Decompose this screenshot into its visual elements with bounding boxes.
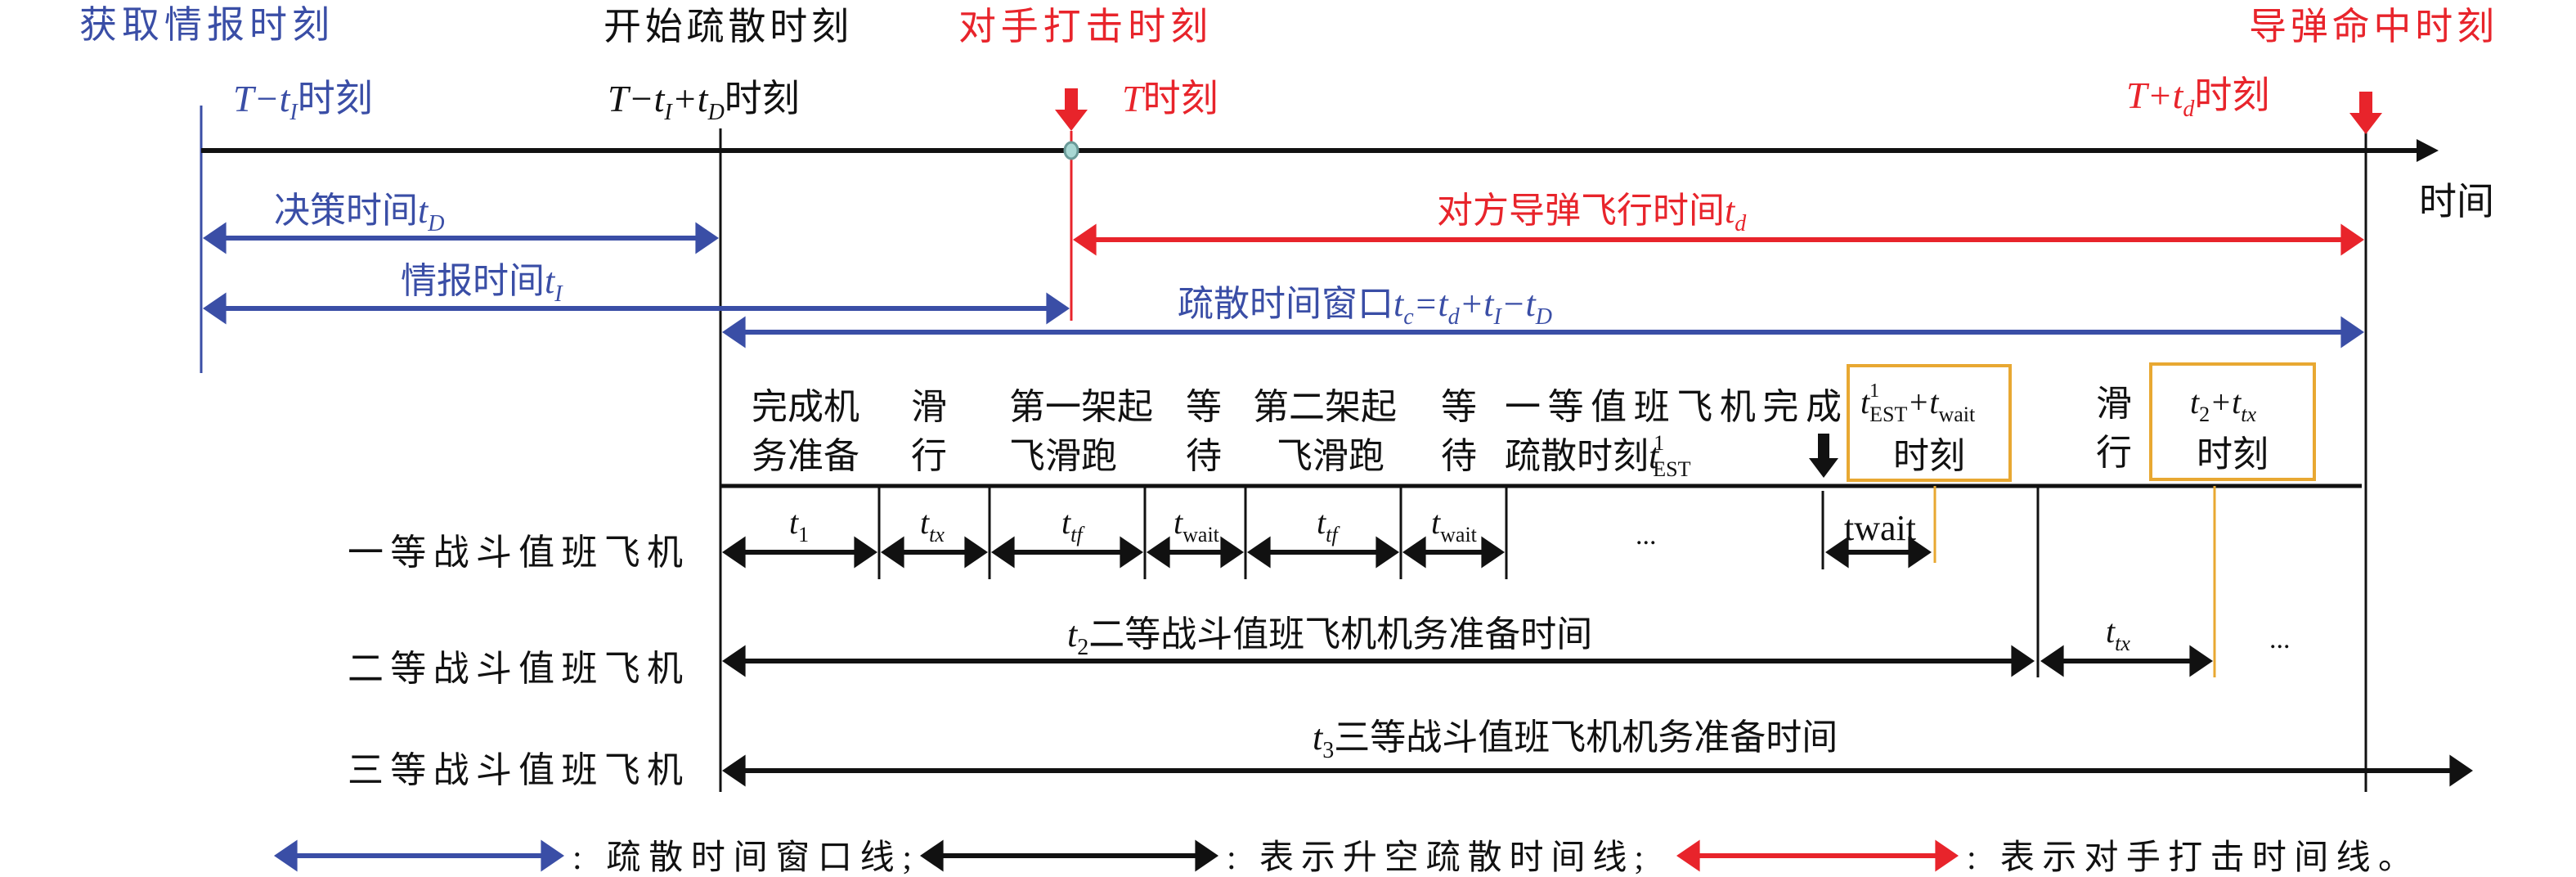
row-label-second-class: 二等战斗值班飞机: [348, 649, 683, 689]
legend-arrow-blue: [274, 839, 564, 872]
missile-flight-arrow: [1073, 223, 2364, 256]
duration-arrow: [1147, 536, 1244, 569]
second-prep-label: t2二等战斗值班飞机机务准备时间: [1067, 614, 1592, 660]
phase-label: 第一架起: [1009, 387, 1153, 427]
phase-label: 一等值班飞机完成: [1505, 387, 1842, 427]
label-intel-time: 情报时间tI: [401, 261, 563, 307]
moment-box-second-label: 时刻: [2197, 434, 2269, 474]
duration-arrow: [1247, 536, 1399, 569]
decision-time-arrow: [203, 222, 719, 254]
label-missile-hit: 导弹命中时刻: [2249, 6, 2494, 47]
duration-label: t1: [789, 504, 809, 546]
legend-arrow-black: [920, 839, 1218, 872]
label-missile-flight-time: 对方导弹飞行时间td: [1437, 191, 1747, 236]
phase-label: 待: [1186, 436, 1222, 476]
moment-box-first-label: 时刻: [1893, 436, 1965, 476]
moment-box-first: [1847, 364, 2012, 482]
second-taxi-label: ttx: [2106, 613, 2130, 655]
second-prep-arrow: [722, 645, 2035, 677]
third-prep-label: t3三等战斗值班飞机机务准备时间: [1313, 717, 1838, 763]
duration-label: ttx: [920, 504, 945, 546]
duration-label: ttf: [1317, 504, 1340, 546]
label-time-start: T−tI+tD时刻: [608, 78, 800, 125]
strike-point-marker: [1063, 141, 1079, 160]
time-axis-arrowhead: [2417, 139, 2439, 162]
duration-arrow: [1402, 536, 1505, 569]
row-label-first-class: 一等战斗值班飞机: [348, 533, 683, 573]
phase-label: 飞滑跑: [1277, 436, 1384, 476]
phase-label: 滑: [911, 387, 947, 427]
label-time-intel: T−tI时刻: [233, 78, 373, 125]
moment-box-second-formula: t2+ttx: [2190, 384, 2256, 426]
row-label-third-class: 三等战斗值班飞机: [348, 750, 683, 790]
label-evac-window: 疏散时间窗口tc=td+tI−tD: [1178, 284, 1552, 330]
label-time-strike: T时刻: [1122, 78, 1218, 119]
evac-window-arrow: [722, 316, 2364, 349]
phase-label: 完成机: [752, 387, 859, 427]
phase-label: 待: [1441, 436, 1477, 476]
moment-box-second: [2149, 362, 2316, 481]
duration-label: twait: [1174, 504, 1220, 546]
third-prep-arrow: [722, 754, 2473, 787]
second-more-ellipsis: ...: [2269, 624, 2291, 654]
second-taxi-arrow: [2040, 645, 2213, 677]
hit-down-arrow-icon: [2349, 92, 2382, 134]
legend-label-evac-window: : 疏散时间窗口线;: [572, 839, 912, 877]
duration-labels: t1 ttx ttf twait ttf twait ... twait: [789, 504, 1916, 551]
phase-labels: 完成机 务准备 滑 行 第一架起 飞滑跑 等 待 第二架起 飞滑跑 等 待 一等…: [752, 387, 1842, 481]
completion-down-arrow-icon: [1809, 434, 1838, 478]
phase-label: 务准备: [752, 436, 859, 476]
time-axis-label: 时间: [2419, 181, 2494, 223]
duration-arrow: [881, 536, 988, 569]
strike-down-arrow-icon: [1055, 88, 1088, 131]
label-decision-time: 决策时间tD: [274, 191, 444, 236]
phase-label: 行: [911, 436, 947, 476]
duration-label: ttf: [1061, 504, 1085, 546]
taxi-label: 滑: [2096, 384, 2132, 424]
duration-label: twait: [1844, 508, 1916, 548]
phase-label: 飞滑跑: [1009, 436, 1117, 476]
legend-label-strike: : 表示对手打击时间线。: [1967, 839, 2412, 877]
phase-label: 等: [1441, 387, 1477, 427]
duration-label: twait: [1431, 504, 1478, 546]
taxi-label: 行: [2096, 433, 2132, 473]
phase-label: 第二架起: [1253, 387, 1397, 427]
duration-arrow: [722, 536, 877, 569]
legend-label-takeoff: : 表示升空疏散时间线;: [1227, 839, 1644, 877]
duration-arrow: [1825, 536, 1932, 569]
label-intel-acquired: 获取情报时刻: [79, 4, 330, 46]
intel-time-arrow: [203, 292, 1070, 325]
legend-arrow-red: [1676, 839, 1959, 872]
label-time-hit: T+td时刻: [2126, 74, 2269, 122]
phase-label: 等: [1186, 387, 1222, 427]
duration-arrow: [991, 536, 1143, 569]
phase-ticks: [877, 484, 2040, 677]
label-enemy-strike: 对手打击时刻: [958, 6, 1208, 47]
duration-label: ...: [1636, 520, 1657, 551]
label-start-evacuation: 开始疏散时刻: [604, 6, 849, 47]
